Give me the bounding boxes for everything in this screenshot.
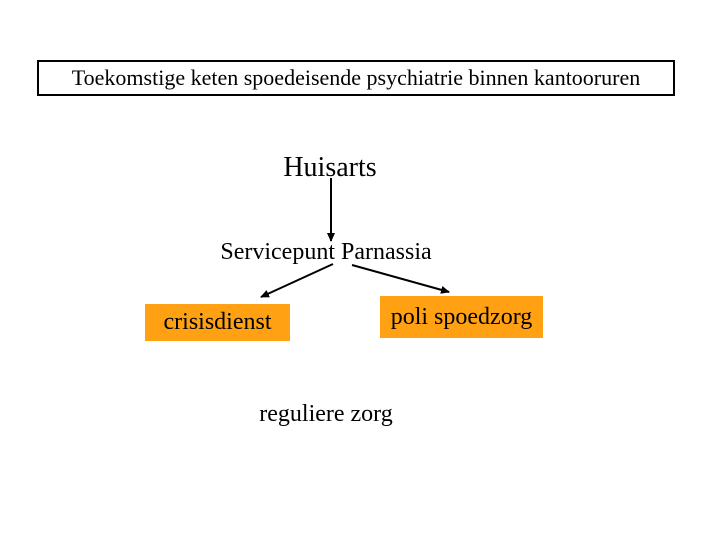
node-crisisdienst: crisisdienst <box>145 304 290 341</box>
arrow-servicepunt-to-poli-spoedzorg-icon <box>351 264 450 294</box>
node-poli-spoedzorg: poli spoedzorg <box>380 296 543 338</box>
slide-title-box: Toekomstige keten spoedeisende psychiatr… <box>37 60 675 96</box>
node-crisisdienst-label: crisisdienst <box>163 309 272 335</box>
node-poli-spoedzorg-label: poli spoedzorg <box>390 303 533 330</box>
node-huisarts: Huisarts <box>283 152 377 183</box>
node-servicepunt-parnassia: Servicepunt Parnassia <box>220 239 432 265</box>
slide-title: Toekomstige keten spoedeisende psychiatr… <box>71 65 641 90</box>
node-reguliere-zorg: reguliere zorg <box>259 401 393 427</box>
arrow-servicepunt-to-crisisdienst-icon <box>260 263 334 298</box>
